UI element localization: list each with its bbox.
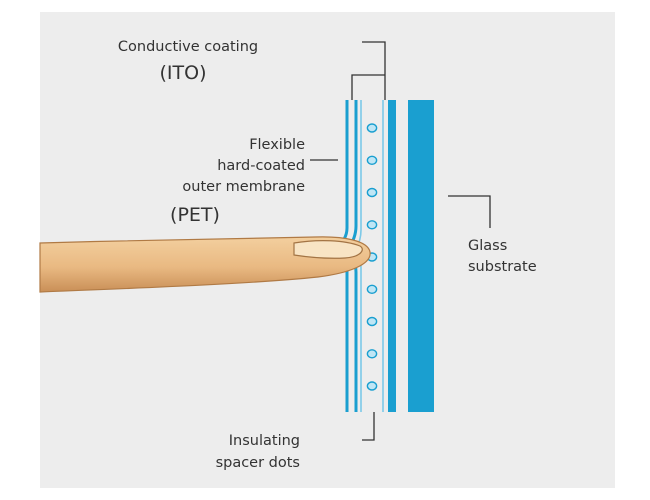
label-membrane-line2: hard-coated — [217, 158, 305, 174]
spacer-dot — [366, 187, 378, 198]
spacer-dot — [366, 316, 378, 327]
spacer-dot — [366, 155, 378, 166]
spacer-dot — [366, 220, 378, 230]
label-spacer-line1: Insulating — [229, 433, 300, 449]
label-membrane-line1: Flexible — [249, 137, 305, 153]
spacer-dots-group — [366, 123, 378, 391]
label-glass-line2: substrate — [468, 259, 537, 275]
label-glass-line1: Glass — [468, 238, 507, 254]
finger — [39, 236, 371, 293]
label-spacer-line2: spacer dots — [216, 455, 300, 471]
label-pet: (PET) — [170, 204, 220, 226]
label-conductive-coating: Conductive coating — [118, 39, 258, 55]
spacer-dot — [366, 284, 378, 294]
leader-lines — [310, 41, 491, 441]
label-membrane-line3: outer membrane — [182, 179, 305, 195]
spacer-dot — [366, 123, 378, 133]
fingernail — [293, 240, 363, 259]
label-ito: (ITO) — [160, 62, 207, 84]
spacer-dot — [366, 349, 378, 359]
glass-substrate — [388, 100, 434, 412]
spacer-dot — [366, 381, 378, 391]
